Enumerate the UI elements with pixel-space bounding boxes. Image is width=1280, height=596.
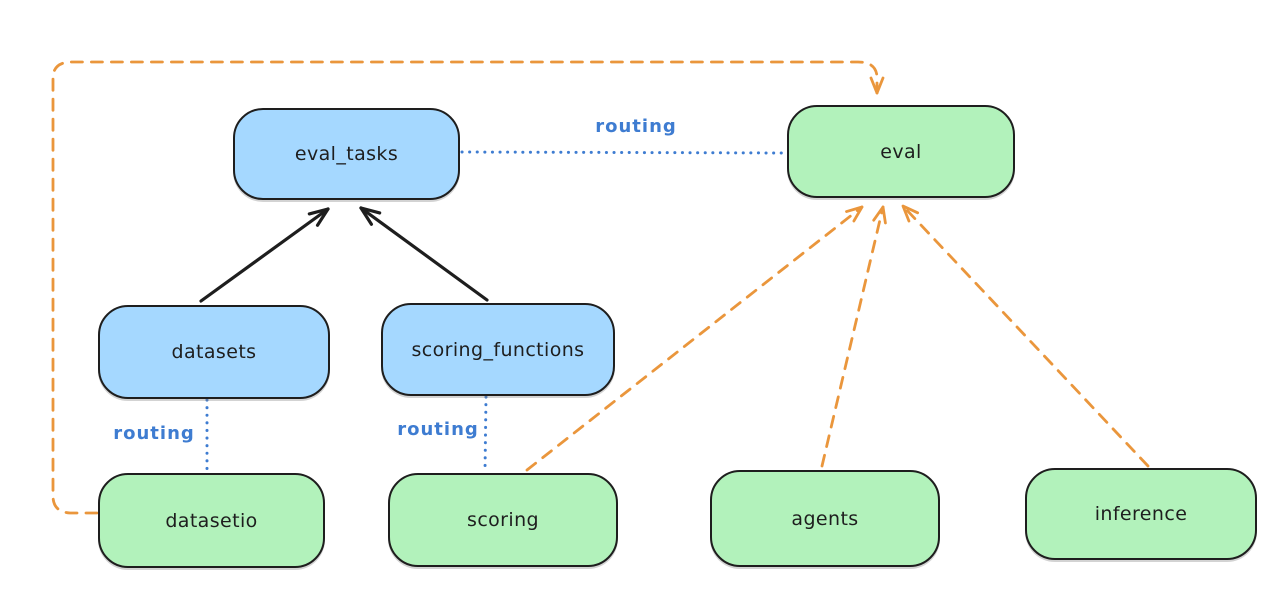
- node-scoring-functions: scoring_functions: [381, 303, 615, 396]
- node-agents-label: agents: [791, 507, 859, 530]
- edge-scoring-functions-to-eval-tasks: [359, 206, 489, 302]
- edge-eval-tasks-to-eval: [460, 150, 788, 155]
- node-eval: eval: [787, 105, 1015, 198]
- node-datasetio: datasetio: [98, 473, 325, 568]
- edge-label-routing-datasets: routing: [113, 423, 195, 444]
- edge-inference-to-eval: [901, 204, 1150, 468]
- node-scoring-label: scoring: [467, 509, 539, 531]
- node-eval-label: eval: [880, 140, 922, 163]
- node-datasets-label: datasets: [171, 341, 257, 363]
- node-inference: inference: [1025, 468, 1257, 560]
- edge-datasets-to-eval-tasks: [199, 207, 330, 303]
- edge-scoring-functions-to-scoring: [483, 395, 488, 473]
- edge-label-routing-scoring: routing: [397, 419, 479, 440]
- node-datasets: datasets: [98, 305, 330, 399]
- node-agents: agents: [710, 470, 940, 567]
- node-scoring: scoring: [388, 473, 618, 567]
- node-inference-label: inference: [1094, 503, 1188, 525]
- node-eval-tasks-label: eval_tasks: [294, 143, 399, 165]
- node-datasetio-label: datasetio: [165, 509, 258, 532]
- edge-agents-to-eval: [820, 205, 887, 468]
- node-scoring-functions-label: scoring_functions: [411, 338, 585, 361]
- edge-datasetio-to-eval: [51, 60, 885, 515]
- edge-scoring-to-eval: [525, 205, 864, 472]
- edge-label-routing-top: routing: [595, 116, 677, 137]
- node-eval-tasks: eval_tasks: [233, 108, 460, 200]
